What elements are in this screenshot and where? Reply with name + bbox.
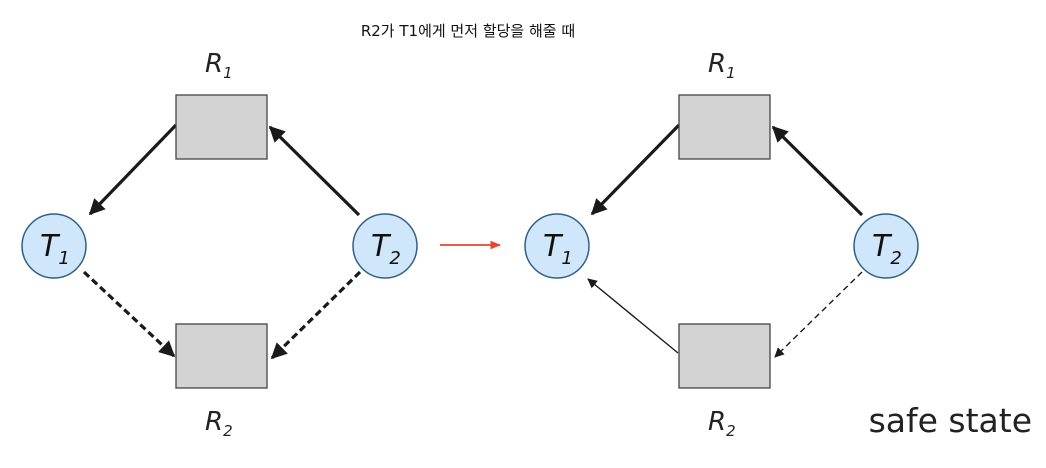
right-edge-r1-t1 (590, 123, 681, 216)
right-thread-t1 (524, 213, 590, 279)
left-thread-t2 (352, 213, 418, 279)
left-resource-r2 (175, 323, 268, 389)
left-edge-t1-r2 (82, 270, 176, 358)
right-t2-label: T2 (872, 229, 902, 269)
right-resource-r1 (678, 94, 771, 160)
left-edge-t2-r1 (268, 125, 361, 217)
left-edge-r1-t1 (88, 123, 178, 216)
left-r2-label: R2 (205, 407, 233, 440)
right-edge-t2-r2 (774, 271, 863, 358)
right-edge-r2-t1 (587, 278, 679, 354)
state-label: safe state (869, 401, 1032, 440)
right-r1-label: R1 (708, 49, 736, 82)
left-resource-r1 (175, 94, 268, 160)
left-r1-label: R1 (205, 49, 233, 82)
left-edge-t2-r2 (270, 270, 362, 360)
left-t2-label: T2 (371, 229, 401, 269)
right-graph: R1 R2 T1 T2 (524, 49, 919, 440)
left-thread-t1 (21, 213, 87, 279)
right-resource-r2 (678, 323, 771, 389)
diagram-caption: R2가 T1에게 먼저 할당을 해줄 때 (361, 22, 575, 40)
right-t1-label: T1 (543, 229, 573, 269)
right-r2-label: R2 (708, 407, 736, 440)
right-thread-t2 (853, 213, 919, 279)
left-t1-label: T1 (40, 229, 70, 269)
right-edge-t2-r1 (771, 125, 864, 217)
left-graph: R1 R2 T1 T2 (21, 49, 418, 440)
